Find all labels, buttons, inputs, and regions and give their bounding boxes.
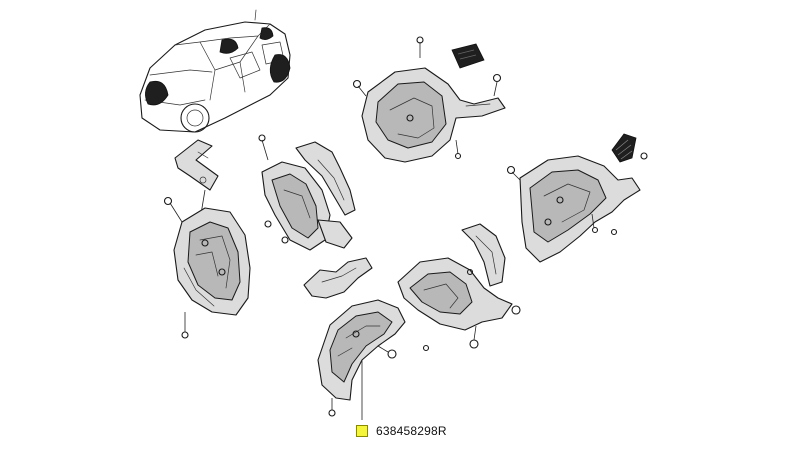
black-label-plate: [451, 43, 485, 69]
car-illustration: [139, 9, 291, 133]
part-number-text: 638458298R: [376, 424, 447, 438]
part-marker-square[interactable]: [356, 425, 368, 437]
front-right-wheel-arch-liner: [258, 134, 356, 251]
vent-grille: [611, 133, 637, 163]
rear-left-wheel-arch-liner: [352, 36, 506, 163]
part-number-label: 638458298R: [356, 423, 447, 439]
front-splash-shield-left: [174, 139, 219, 221]
front-left-wheel-arch-liner: [163, 196, 251, 339]
front-wheel-arch-liner-lower: [397, 223, 521, 352]
rear-right-wheel-arch-liner: [506, 152, 648, 263]
front-left-wheel-arch-liner-highlighted: [317, 299, 406, 420]
front-splash-shield-right: [303, 257, 373, 299]
